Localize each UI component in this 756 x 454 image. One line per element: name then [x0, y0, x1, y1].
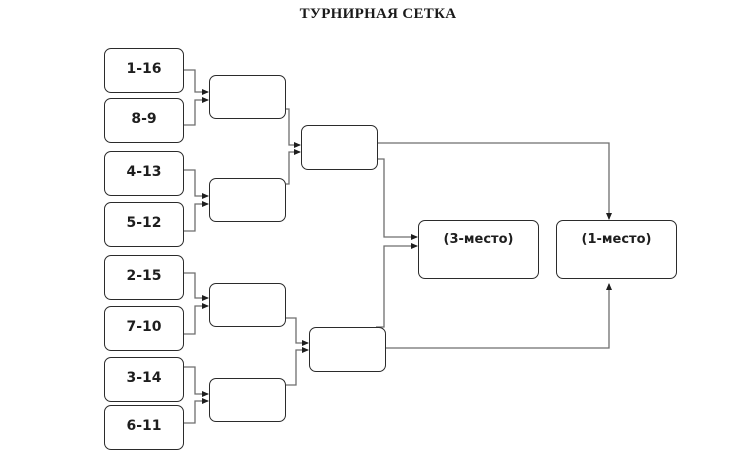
semifinal-box-2	[309, 327, 386, 372]
connector-1-16-to-qf1	[184, 69, 209, 95]
connector-qf2-to-sf1	[286, 149, 301, 185]
connector-4-13-to-qf2	[184, 169, 209, 199]
quarterfinal-box-1	[209, 75, 286, 119]
third-place-box: (3-место)	[418, 220, 539, 279]
match-box-round1: 7-10	[104, 306, 184, 351]
connector-qf3-to-sf2	[286, 317, 309, 346]
connector-qf4-to-sf2	[286, 347, 309, 386]
third-place-label: (3-место)	[443, 232, 514, 247]
first-place-label: (1-место)	[581, 232, 652, 247]
quarterfinal-box-3	[209, 283, 286, 327]
connector-sf1-to-third	[378, 158, 418, 240]
match-box-round1: 1-16	[104, 48, 184, 93]
match-box-round1: 3-14	[104, 357, 184, 402]
connector-sf2-to-first	[386, 283, 612, 349]
quarterfinal-box-2	[209, 178, 286, 222]
connector-qf1-to-sf1	[286, 108, 301, 148]
match-box-round1: 2-15	[104, 255, 184, 300]
first-place-box: (1-место)	[556, 220, 677, 279]
connector-sf2-to-third	[376, 243, 418, 328]
match-box-round1: 4-13	[104, 151, 184, 196]
match-box-round1: 8-9	[104, 98, 184, 143]
connector-5-12-to-qf2	[184, 201, 209, 232]
connector-7-10-to-qf3	[184, 303, 209, 335]
connector-3-14-to-qf4	[184, 366, 209, 397]
connector-sf1-to-first	[378, 142, 612, 220]
connector-2-15-to-qf3	[184, 272, 209, 301]
bracket-title: ТУРНИРНАЯ СЕТКА	[299, 6, 457, 22]
semifinal-box-1	[301, 125, 378, 170]
connector-8-9-to-qf1	[184, 97, 209, 126]
quarterfinal-box-4	[209, 378, 286, 422]
connector-6-11-to-qf4	[184, 398, 209, 424]
match-box-round1: 5-12	[104, 202, 184, 247]
match-box-round1: 6-11	[104, 405, 184, 450]
